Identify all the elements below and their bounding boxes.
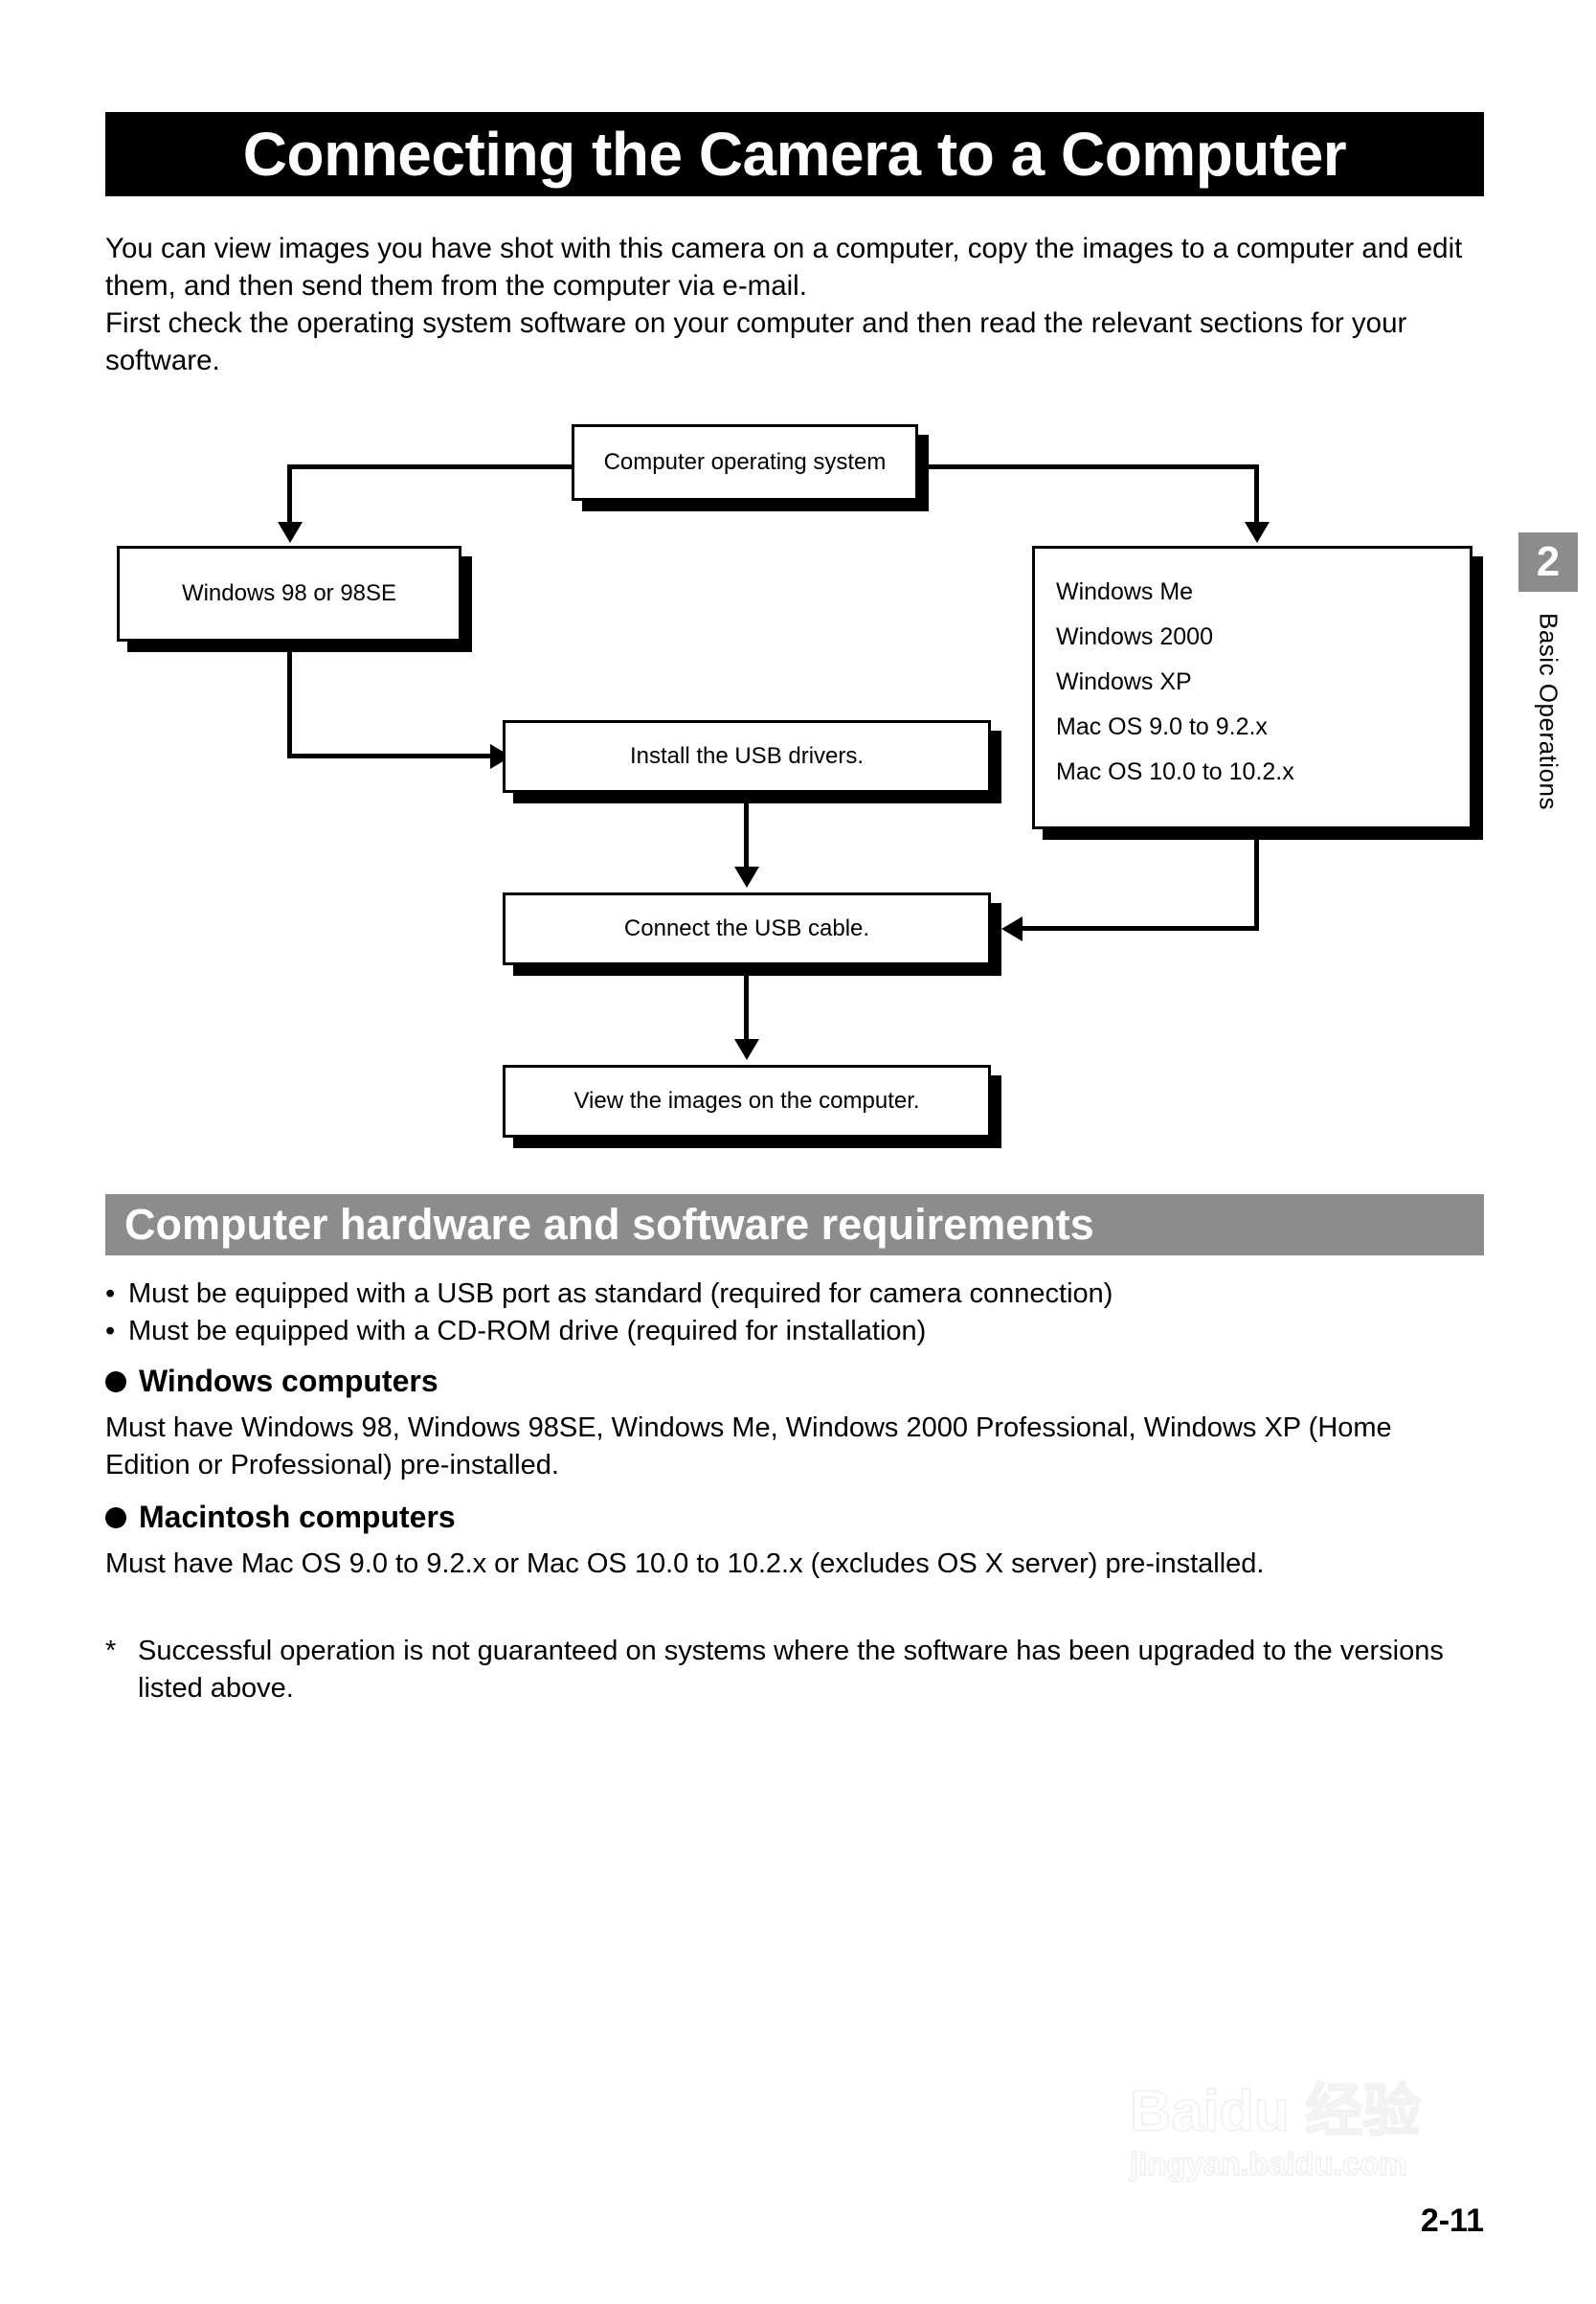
connector-root-left-horizontal bbox=[287, 464, 574, 469]
flow-node-view-images-label: View the images on the computer. bbox=[573, 1088, 920, 1114]
section-heading-bar: Computer hardware and software requireme… bbox=[105, 1194, 1484, 1255]
list-item: • Must be equipped with a USB port as st… bbox=[105, 1276, 1484, 1313]
connector-os-list-down bbox=[1254, 827, 1259, 931]
page-number: 2-11 bbox=[1420, 2202, 1484, 2239]
flow-node-os-root: Computer operating system bbox=[572, 424, 918, 501]
subsection-body-windows: Must have Windows 98, Windows 98SE, Wind… bbox=[105, 1412, 1392, 1480]
footnote-marker: * bbox=[105, 1636, 117, 1666]
arrow-root-to-win98 bbox=[278, 522, 303, 543]
arrow-os-list-to-connect bbox=[1001, 916, 1023, 941]
chapter-tab-label-text: Basic Operations bbox=[1534, 613, 1563, 810]
connector-root-left-vertical bbox=[287, 464, 292, 524]
os-list-item: Mac OS 10.0 to 10.2.x bbox=[1056, 758, 1294, 785]
flow-node-install-drivers-label: Install the USB drivers. bbox=[629, 743, 865, 769]
arrow-root-to-os-list bbox=[1245, 522, 1270, 543]
list-item: • Must be equipped with a CD-ROM drive (… bbox=[105, 1313, 1484, 1350]
bullet-icon: • bbox=[105, 1316, 116, 1346]
os-list-item: Mac OS 9.0 to 9.2.x bbox=[1056, 713, 1268, 740]
connector-win98-right bbox=[287, 754, 493, 758]
os-list-item: Windows 2000 bbox=[1056, 623, 1213, 650]
chapter-number: 2 bbox=[1536, 538, 1561, 585]
os-list-item: Windows XP bbox=[1056, 668, 1192, 695]
subsection-heading-windows: Windows computers bbox=[105, 1364, 1484, 1399]
chapter-tab-label: Basic Operations bbox=[1518, 613, 1578, 929]
filled-circle-icon bbox=[105, 1370, 126, 1392]
subsection-body-macintosh: Must have Mac OS 9.0 to 9.2.x or Mac OS … bbox=[105, 1548, 1265, 1579]
arrow-connect-to-view bbox=[734, 1039, 759, 1060]
watermark-brand: Baidu 经验 bbox=[1129, 2079, 1421, 2143]
watermark-url: jingyan.baidu.com bbox=[1129, 2145, 1408, 2182]
connector-connect-to-view bbox=[744, 963, 749, 1042]
page-title: Connecting the Camera to a Computer bbox=[242, 120, 1347, 189]
subsection-heading-windows-text: Windows computers bbox=[139, 1364, 438, 1398]
connector-win98-down bbox=[287, 640, 292, 758]
flow-node-os-list: Windows Me Windows 2000 Windows XP Mac O… bbox=[1032, 546, 1472, 829]
intro-paragraph: You can view images you have shot with t… bbox=[105, 233, 1463, 376]
connector-root-right-horizontal bbox=[914, 464, 1259, 469]
chapter-tab-badge: 2 bbox=[1518, 532, 1578, 592]
footnote: * Successful operation is not guaranteed… bbox=[105, 1633, 1484, 1707]
flow-node-windows98: Windows 98 or 98SE bbox=[117, 546, 461, 642]
subsection-heading-macintosh-text: Macintosh computers bbox=[139, 1500, 456, 1534]
flow-node-os-root-label: Computer operating system bbox=[603, 449, 887, 475]
connector-root-right-vertical bbox=[1254, 464, 1259, 524]
footnote-text: Successful operation is not guaranteed o… bbox=[138, 1636, 1444, 1704]
bullet-icon: • bbox=[105, 1278, 116, 1309]
arrow-win98-to-install bbox=[490, 744, 511, 769]
section-heading: Computer hardware and software requireme… bbox=[124, 1200, 1094, 1249]
list-item-text: Must be equipped with a USB port as stan… bbox=[128, 1278, 1113, 1309]
os-list-item: Windows Me bbox=[1056, 578, 1194, 605]
flow-node-connect-cable-label: Connect the USB cable. bbox=[623, 915, 870, 941]
flow-node-install-drivers: Install the USB drivers. bbox=[503, 720, 991, 793]
page-title-bar: Connecting the Camera to a Computer bbox=[105, 112, 1484, 196]
flow-node-view-images: View the images on the computer. bbox=[503, 1065, 991, 1138]
filled-circle-icon bbox=[105, 1506, 126, 1528]
list-item-text: Must be equipped with a CD-ROM drive (re… bbox=[128, 1316, 927, 1346]
flow-node-connect-cable: Connect the USB cable. bbox=[503, 892, 991, 965]
connector-install-to-connect bbox=[744, 791, 749, 870]
requirements-bullet-list: • Must be equipped with a USB port as st… bbox=[105, 1276, 1484, 1350]
subsection-heading-macintosh: Macintosh computers bbox=[105, 1500, 1484, 1535]
arrow-install-to-connect bbox=[734, 867, 759, 888]
flow-node-windows98-label: Windows 98 or 98SE bbox=[181, 580, 397, 606]
connector-os-list-left bbox=[1020, 926, 1259, 931]
